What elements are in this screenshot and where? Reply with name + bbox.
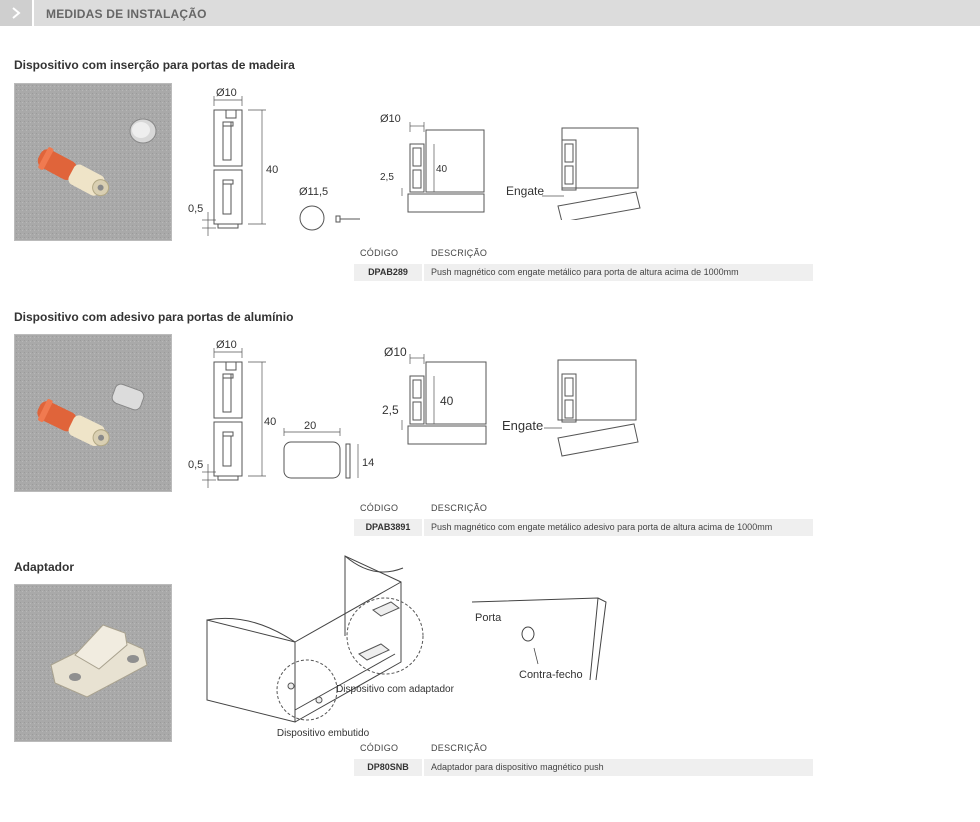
- device-builtin-label: Dispositivo embutido: [277, 728, 370, 739]
- description-header: DESCRIÇÃO: [431, 248, 488, 258]
- product-code: DPAB3891: [354, 519, 424, 536]
- section-title-aluminium: Dispositivo com adesivo para portas de a…: [14, 310, 294, 324]
- diameter-label: Ø10: [216, 87, 237, 99]
- table-row: DPAB3891 Push magnético com engate metál…: [354, 519, 813, 536]
- install-diameter-label: Ø10: [384, 345, 407, 359]
- spec-table-wood: CÓDIGO DESCRIÇÃO DPAB289 Push magnético …: [354, 246, 813, 281]
- plate-width-label: 20: [304, 420, 316, 432]
- code-header: CÓDIGO: [360, 743, 399, 753]
- cap-diameter-label: Ø11,5: [299, 186, 328, 198]
- product-code: DPAB289: [354, 264, 424, 281]
- product-description: Adaptador para dispositivo magnético pus…: [431, 762, 604, 772]
- code-header: CÓDIGO: [360, 248, 399, 258]
- device-dimension-drawing-wood: Ø10 40 0,5 Ø11,5: [188, 87, 360, 236]
- plate-height-label: 14: [362, 457, 374, 469]
- device-body-illustration: [213, 109, 243, 229]
- gap-label: 0,5: [188, 459, 203, 471]
- strike-label: Contra-fecho: [519, 669, 583, 681]
- diameter-label: Ø10: [216, 339, 237, 351]
- description-header: DESCRIÇÃO: [431, 503, 488, 513]
- door-label: Porta: [475, 612, 502, 624]
- code-header: CÓDIGO: [360, 503, 399, 513]
- install-drawing-wood: Ø10 40 2,5 Engate: [380, 113, 641, 220]
- catch-label: Engate: [502, 418, 543, 433]
- device-adapter-label: Dispositivo com adaptador: [336, 684, 455, 695]
- install-height-label: 40: [440, 394, 454, 408]
- spec-table-aluminium: CÓDIGO DESCRIÇÃO DPAB3891 Push magnético…: [354, 501, 813, 536]
- description-header: DESCRIÇÃO: [431, 743, 488, 753]
- page-title: MEDIDAS DE INSTALAÇÃO: [46, 7, 207, 21]
- install-drawing-aluminium: Ø10 40 2,5 Engate: [382, 345, 639, 457]
- gap-label: 0,5: [188, 203, 203, 215]
- cap-illustration: [299, 205, 360, 231]
- install-offset-label: 2,5: [380, 172, 394, 183]
- product-code: DP80SNB: [354, 759, 424, 776]
- product-photo-adapter: [14, 584, 172, 742]
- product-description: Push magnético com engate metálico adesi…: [431, 522, 773, 532]
- height-label: 40: [264, 416, 276, 428]
- adhesive-plate-illustration: [283, 441, 341, 479]
- chevron-right-icon[interactable]: [0, 0, 34, 26]
- install-offset-label: 2,5: [382, 403, 399, 417]
- section-header: MEDIDAS DE INSTALAÇÃO: [0, 0, 980, 26]
- section-title-adapter: Adaptador: [14, 560, 74, 574]
- adapter-assembly-drawing: Dispositivo com adaptador Dispositivo em…: [206, 555, 455, 739]
- install-height-label: 40: [436, 164, 448, 175]
- section-title-wood: Dispositivo com inserção para portas de …: [14, 58, 295, 72]
- install-diameter-label: Ø10: [380, 113, 401, 125]
- product-photo-aluminium: [14, 334, 172, 492]
- height-label: 40: [266, 164, 278, 176]
- product-photo-wood: [14, 83, 172, 241]
- spec-table-adapter: CÓDIGO DESCRIÇÃO DP80SNB Adaptador para …: [354, 741, 813, 776]
- catch-label: Engate: [506, 184, 544, 198]
- table-row: DPAB289 Push magnético com engate metáli…: [354, 264, 813, 281]
- door-strike-drawing: Porta Contra-fecho: [471, 597, 607, 681]
- table-row: DP80SNB Adaptador para dispositivo magné…: [354, 759, 813, 776]
- device-dimension-drawing-aluminium: Ø10 40 0,5 20 14: [188, 339, 374, 488]
- product-description: Push magnético com engate metálico para …: [431, 267, 739, 277]
